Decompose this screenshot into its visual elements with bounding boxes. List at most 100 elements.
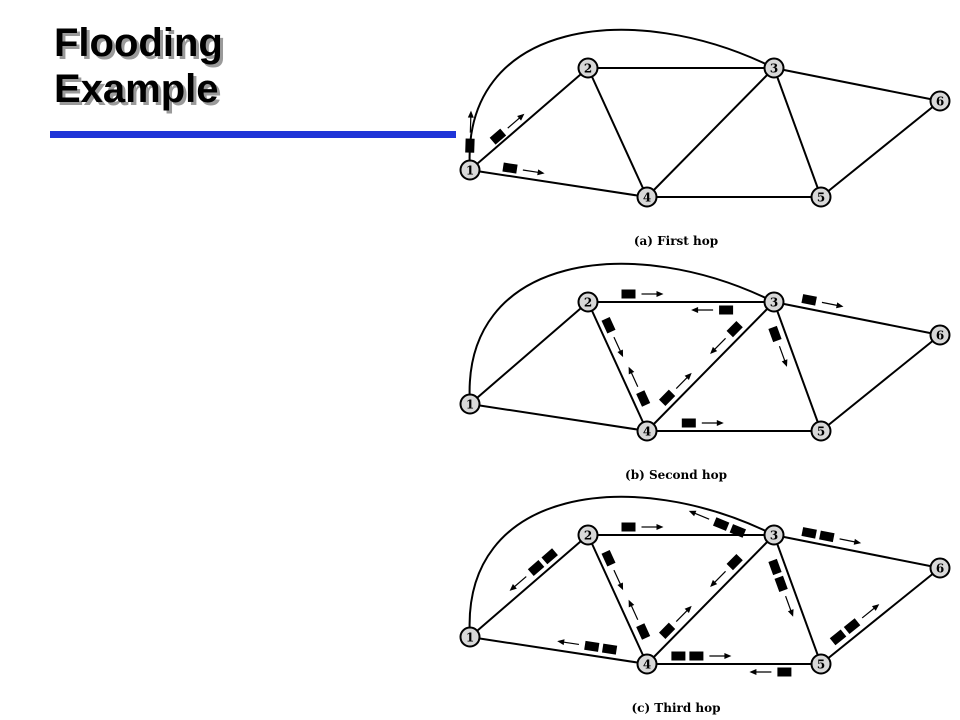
- packet: [601, 317, 616, 334]
- node: 4: [636, 186, 658, 208]
- node-label: 3: [770, 529, 778, 543]
- edge-2-4: [587, 534, 648, 665]
- node-circle: [459, 393, 481, 415]
- packet: [601, 550, 616, 567]
- packet-arrow: [509, 576, 527, 591]
- packet-group: [502, 162, 545, 176]
- packet-group: [768, 558, 794, 617]
- edge-3-5: [773, 67, 822, 198]
- packet: [774, 575, 788, 593]
- packet: [843, 618, 861, 634]
- node-label: 2: [584, 529, 592, 543]
- packet: [777, 667, 792, 677]
- edge-3-5: [773, 534, 822, 665]
- edge-1-3: [468, 262, 775, 405]
- node: 3: [763, 524, 785, 546]
- packet: [726, 320, 743, 338]
- packet-group: [671, 651, 732, 661]
- title-underline: [50, 131, 456, 138]
- packet: [621, 289, 636, 299]
- node-label: 1: [466, 164, 474, 178]
- edge-1-4: [469, 169, 648, 198]
- node: 6: [929, 324, 951, 346]
- node-label: 5: [817, 425, 825, 439]
- slide-title: Flooding Example: [54, 20, 223, 112]
- packet: [729, 524, 747, 538]
- node-label: 4: [643, 191, 651, 205]
- packet-group: [710, 553, 743, 588]
- edge-1-3: [468, 495, 775, 638]
- packet-group: [749, 667, 792, 677]
- edge-3-4: [646, 301, 775, 432]
- slide-title-line-2: Example: [54, 67, 219, 111]
- node: 1: [459, 159, 481, 181]
- packet-arrow: [821, 301, 844, 309]
- edge-3-6: [773, 534, 941, 569]
- packet-group: [628, 599, 651, 640]
- node: 4: [636, 653, 658, 675]
- node: 3: [763, 57, 785, 79]
- packet-group: [489, 113, 525, 145]
- edge-1-2: [469, 67, 589, 171]
- packet-arrow: [785, 595, 794, 617]
- panel-caption: (b) Second hop: [625, 468, 727, 482]
- panel-caption: (c) Third hop: [631, 701, 720, 715]
- node-label: 3: [770, 62, 778, 76]
- packet-arrow: [839, 538, 862, 545]
- packet: [681, 418, 696, 428]
- node-circle: [459, 159, 481, 181]
- edge-1-2: [469, 301, 589, 405]
- edge-5-6: [820, 100, 941, 198]
- packet-group: [710, 320, 743, 355]
- packet: [671, 651, 686, 661]
- packet: [726, 553, 743, 571]
- edge-3-4: [646, 534, 775, 665]
- edge-1-4: [469, 403, 648, 432]
- node-circle: [577, 524, 599, 546]
- packet: [689, 651, 704, 661]
- packet: [801, 294, 817, 306]
- packet: [658, 389, 676, 406]
- node-circle: [810, 420, 832, 442]
- edge-5-6: [820, 334, 941, 432]
- packet-arrow: [522, 169, 545, 176]
- packet-arrow: [701, 420, 724, 426]
- packet: [768, 325, 782, 343]
- edge-1-2: [469, 534, 589, 638]
- node: 5: [810, 186, 832, 208]
- node-circle: [763, 291, 785, 313]
- packet-arrow: [691, 307, 714, 313]
- packet-arrow: [641, 524, 664, 530]
- edge-3-6: [773, 301, 941, 336]
- node-label: 4: [643, 425, 651, 439]
- packet: [502, 162, 518, 174]
- packet-group: [621, 522, 664, 532]
- node-label: 1: [466, 398, 474, 412]
- packet-arrow: [778, 345, 788, 367]
- packet-arrow: [557, 639, 580, 646]
- slide-title-line-1: Flooding: [54, 21, 223, 65]
- packet-arrow: [688, 510, 710, 520]
- node-circle: [810, 653, 832, 675]
- node-circle: [577, 57, 599, 79]
- node-circle: [636, 420, 658, 442]
- packet-arrow: [467, 110, 474, 133]
- packet-group: [509, 548, 558, 591]
- edge-3-4: [646, 67, 775, 198]
- packet: [601, 643, 618, 655]
- edge-2-4: [587, 301, 648, 432]
- packet-group: [621, 289, 664, 299]
- node: 5: [810, 420, 832, 442]
- node: 6: [929, 557, 951, 579]
- packet-group: [829, 604, 880, 646]
- panel-caption: (a) First hop: [634, 234, 718, 248]
- packet: [768, 558, 782, 576]
- node: 4: [636, 420, 658, 442]
- node: 3: [763, 291, 785, 313]
- node: 2: [577, 57, 599, 79]
- node: 6: [929, 90, 951, 112]
- node-label: 6: [936, 562, 944, 576]
